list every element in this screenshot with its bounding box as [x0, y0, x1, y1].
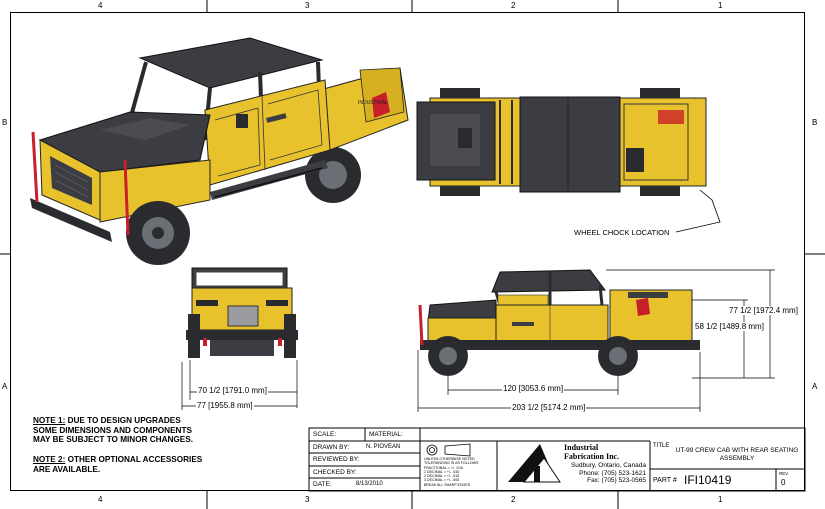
tolerance-line: TOLERANCING IS AS FOLLOWS: [424, 461, 479, 466]
dim-wheelbase: 120 [3053.6 mm]: [502, 384, 565, 393]
tolerance-line: UNLESS OTHERWISE NOTED: [424, 457, 475, 461]
date-value: 8/13/2010: [356, 481, 383, 487]
drawing-title: UT-99 CREW CAB WITH REAR SEATING ASSEMBL…: [672, 447, 802, 462]
drawing-title-line-2: ASSEMBLY: [719, 454, 755, 462]
zone-left-b: B: [2, 118, 8, 127]
dim-front-width-1: 70 1/2 [1791.0 mm]: [197, 386, 268, 395]
zone-bottom-3: 3: [305, 495, 310, 504]
company-name-line-2: Fabrication Inc.: [564, 452, 620, 461]
tolerance-line: FRACTIONAL = +/- 1/16: [424, 465, 464, 470]
checked-by-label: CHECKED BY:: [313, 469, 357, 476]
drawn-by-value: N. PIOVEAN: [366, 444, 401, 450]
date-label: DATE:: [313, 481, 332, 488]
note-1-line-3: MAY BE SUBJECT TO MINOR CHANGES.: [33, 435, 193, 445]
scale-label: SCALE:: [313, 431, 337, 438]
zone-bottom-1: 1: [718, 495, 723, 504]
rev-value: 0: [781, 478, 786, 487]
isometric-view: INDUSTRIAL: [30, 37, 409, 265]
tolerance-line: 1 DECIMAL = +/- .030: [424, 469, 460, 474]
note-1-line-1: DUE TO DESIGN UPGRADES: [65, 416, 181, 425]
part-label: PART #: [653, 477, 677, 484]
company-logo: [508, 444, 561, 483]
note-1: NOTE 1: DUE TO DESIGN UPGRADES SOME DIME…: [33, 416, 193, 445]
note-2-label: NOTE 2:: [33, 455, 66, 464]
title-label: TITLE: [653, 443, 670, 449]
dim-front-width-2: 77 [1955.8 mm]: [196, 401, 254, 410]
zone-bottom-2: 2: [511, 495, 516, 504]
tolerance-line: 3 DECIMAL = +/- .005: [424, 478, 460, 483]
zone-top-1: 1: [718, 1, 723, 10]
tolerance-line: BREAK ALL SHARP EDGES: [424, 482, 471, 487]
front-view: [181, 267, 298, 410]
svg-text:INDUSTRIAL: INDUSTRIAL: [358, 100, 388, 106]
note-1-label: NOTE 1:: [33, 416, 66, 425]
zone-top-3: 3: [305, 1, 310, 10]
note-2-line-2: ARE AVAILABLE.: [33, 464, 101, 474]
company-contact: Sudbury, Ontario, Canada Phone: (705) 52…: [566, 462, 646, 485]
zone-bottom-4: 4: [98, 495, 103, 504]
company-phone: Phone: (705) 523-1621: [579, 469, 646, 477]
company-city: Sudbury, Ontario, Canada: [570, 462, 646, 469]
side-view: [417, 269, 775, 412]
dim-side-height-2: 58 1/2 [1489.8 mm]: [694, 322, 765, 331]
company-name: Industrial Fabrication Inc.: [564, 443, 619, 461]
tolerance-line: 2 DECIMAL = +/- .010: [424, 474, 460, 479]
zone-top-2: 2: [511, 1, 516, 10]
zone-top-4: 4: [98, 1, 103, 10]
zone-right-b: B: [812, 118, 818, 127]
note-2-line-1: OTHER OPTIONAL ACCESSORIES: [65, 455, 203, 464]
dim-side-height-1: 77 1/2 [1972.4 mm]: [728, 306, 799, 315]
reviewed-by-label: REVIEWED BY:: [313, 456, 360, 463]
note-1-line-2: SOME DIMENSIONS AND COMPONENTS: [33, 425, 192, 435]
top-view: [416, 88, 721, 233]
drawing-title-line-1: UT-99 CREW CAB WITH REAR SEATING: [675, 447, 799, 454]
zone-right-a: A: [812, 382, 818, 391]
zone-left-a: A: [2, 382, 8, 391]
title-block-grid: [308, 427, 806, 492]
tolerance-notes: UNLESS OTHERWISE NOTED TOLERANCING IS AS…: [424, 457, 478, 487]
company-name-line-1: Industrial: [564, 443, 599, 452]
part-number: IFI10419: [684, 473, 732, 487]
company-fax: Fax: (705) 523-0565: [587, 477, 646, 484]
note-2: NOTE 2: OTHER OPTIONAL ACCESSORIES ARE A…: [33, 455, 202, 474]
material-label: MATERIAL:: [369, 431, 403, 438]
drawn-by-label: DRAWN BY:: [313, 444, 350, 451]
rev-label: REV: [779, 471, 789, 476]
dim-overall-length: 203 1/2 [5174.2 mm]: [511, 403, 587, 412]
wheel-chock-callout: WHEEL CHOCK LOCATION: [573, 228, 671, 237]
